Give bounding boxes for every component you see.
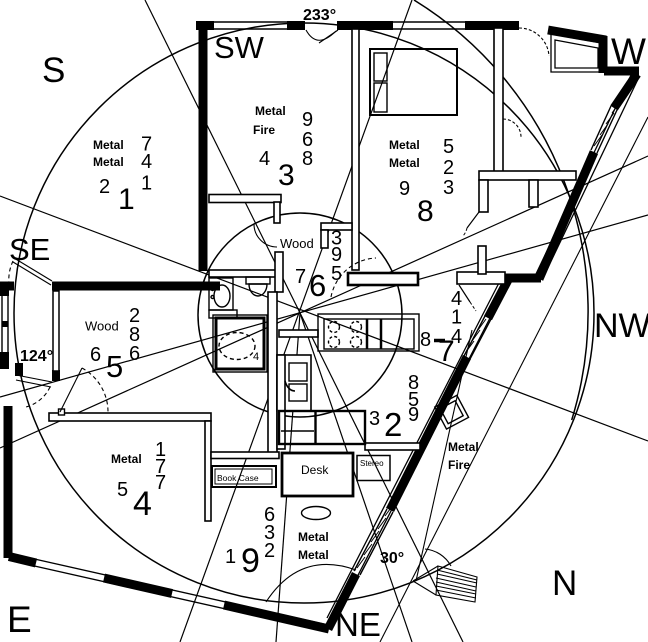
svg-text:Metal: Metal xyxy=(93,155,124,169)
svg-text:7: 7 xyxy=(141,134,152,156)
svg-text:9: 9 xyxy=(241,542,260,580)
svg-text:3: 3 xyxy=(443,177,454,199)
svg-text:E: E xyxy=(7,599,32,640)
svg-text:6: 6 xyxy=(264,504,275,526)
svg-text:30°: 30° xyxy=(380,550,404,567)
svg-text:1: 1 xyxy=(155,439,166,461)
svg-text:SW: SW xyxy=(214,30,265,65)
svg-text:8: 8 xyxy=(302,148,313,170)
svg-text:9: 9 xyxy=(331,244,342,266)
svg-text:3: 3 xyxy=(331,228,342,250)
svg-text:Stereo: Stereo xyxy=(360,459,384,468)
svg-text:Metal: Metal xyxy=(93,138,124,152)
svg-text:Metal: Metal xyxy=(298,548,329,562)
svg-text:2: 2 xyxy=(443,157,454,179)
svg-text:3: 3 xyxy=(264,522,275,544)
svg-text:1: 1 xyxy=(141,173,152,195)
svg-text:7: 7 xyxy=(295,266,306,288)
svg-text:2: 2 xyxy=(129,305,140,327)
svg-text:NW: NW xyxy=(594,307,648,345)
svg-text:2: 2 xyxy=(264,540,275,562)
svg-text:4: 4 xyxy=(451,326,462,348)
svg-text:4: 4 xyxy=(141,151,152,173)
svg-text:5: 5 xyxy=(443,136,454,158)
svg-text:9: 9 xyxy=(302,109,313,131)
svg-text:S: S xyxy=(42,51,65,90)
svg-text:6: 6 xyxy=(90,344,101,366)
svg-text:7: 7 xyxy=(155,472,166,494)
svg-text:8: 8 xyxy=(408,372,419,394)
svg-text:7: 7 xyxy=(155,456,166,478)
svg-text:Metal: Metal xyxy=(111,452,142,466)
svg-text:9: 9 xyxy=(399,178,410,200)
svg-text:1: 1 xyxy=(225,546,236,568)
svg-text:Metal: Metal xyxy=(448,440,479,454)
svg-text:N: N xyxy=(552,564,577,603)
svg-text:124°: 124° xyxy=(20,348,53,365)
svg-text:SE: SE xyxy=(9,232,50,267)
svg-text:W: W xyxy=(611,31,646,72)
svg-text:Metal: Metal xyxy=(255,104,286,118)
svg-text:Desk: Desk xyxy=(301,463,329,477)
svg-text:Metal: Metal xyxy=(298,530,329,544)
svg-text:6: 6 xyxy=(302,129,313,151)
svg-text:3: 3 xyxy=(369,408,380,430)
svg-text:Fire: Fire xyxy=(448,458,470,472)
svg-text:6: 6 xyxy=(129,343,140,365)
svg-text:233°: 233° xyxy=(303,7,336,24)
svg-text:Metal: Metal xyxy=(389,156,420,170)
svg-text:NE: NE xyxy=(335,606,381,642)
svg-text:4: 4 xyxy=(133,485,152,523)
svg-text:6: 6 xyxy=(309,268,326,303)
svg-text:2: 2 xyxy=(99,176,110,198)
svg-text:2: 2 xyxy=(384,406,402,443)
svg-text:7: 7 xyxy=(438,335,455,368)
svg-text:Wood: Wood xyxy=(85,319,119,334)
svg-text:5: 5 xyxy=(408,389,419,411)
svg-text:1: 1 xyxy=(118,183,135,216)
svg-text:8: 8 xyxy=(417,195,434,228)
svg-text:9: 9 xyxy=(408,404,419,426)
svg-text:Book Case: Book Case xyxy=(217,473,259,483)
svg-text:1: 1 xyxy=(451,307,462,329)
svg-text:5: 5 xyxy=(117,479,128,501)
svg-text:8: 8 xyxy=(129,324,140,346)
svg-text:Fire: Fire xyxy=(253,123,275,137)
svg-text:5: 5 xyxy=(106,349,123,384)
svg-text:8: 8 xyxy=(420,329,431,351)
svg-text:4: 4 xyxy=(259,148,270,170)
svg-text:3: 3 xyxy=(278,159,295,192)
svg-text:5: 5 xyxy=(331,263,342,285)
svg-text:Wood: Wood xyxy=(280,236,314,251)
svg-text:4: 4 xyxy=(253,351,259,363)
svg-text:4: 4 xyxy=(451,288,462,310)
svg-text:Metal: Metal xyxy=(389,138,420,152)
